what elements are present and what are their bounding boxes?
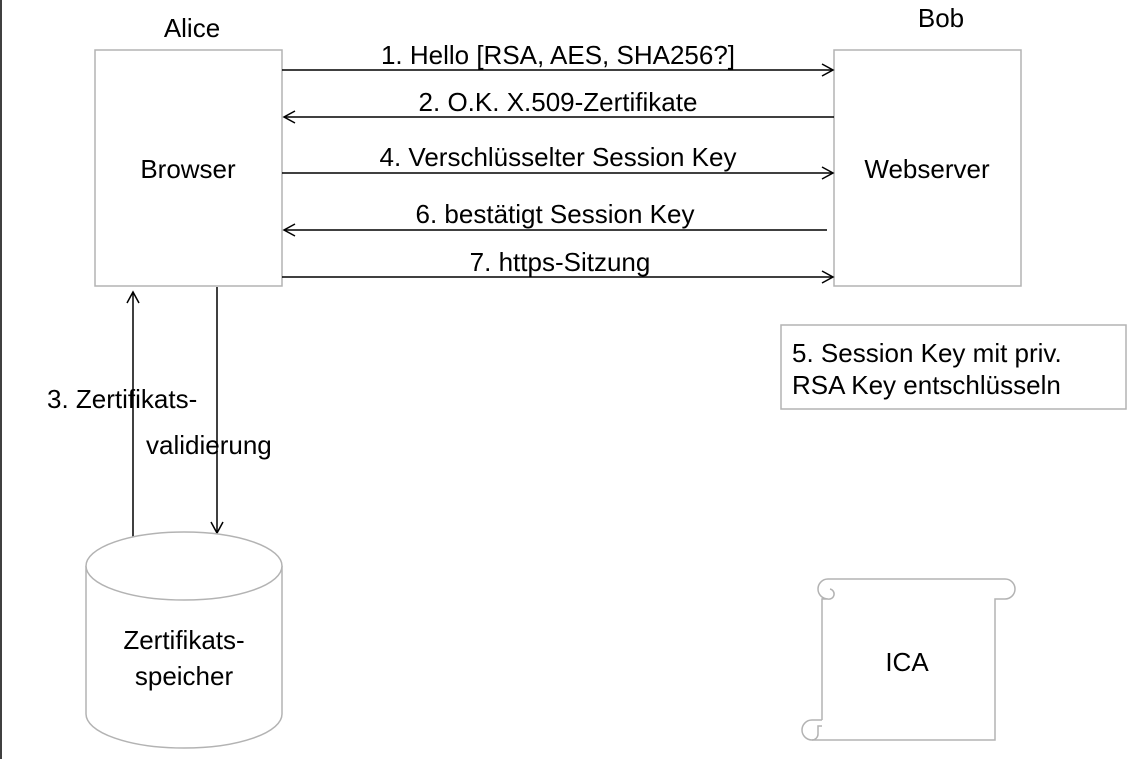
ica-label: ICA (885, 647, 929, 677)
actor-alice-label: Alice (164, 13, 220, 43)
message-7-label: 7. https-Sitzung (470, 247, 651, 277)
message-7-arrow (282, 270, 835, 284)
validation-label-line-1: 3. Zertifikats- (47, 384, 197, 414)
message-2-arrow (282, 110, 834, 124)
validation-up-arrow (126, 290, 140, 540)
message-6-arrow (282, 223, 827, 237)
note-box (780, 324, 1127, 410)
message-6-label: 6. bestätigt Session Key (416, 199, 695, 229)
validation-label-line-2: validierung (146, 430, 272, 460)
message-1-label: 1. Hello [RSA, AES, SHA256?] (381, 40, 735, 70)
certificate-store-cylinder (85, 531, 283, 749)
browser-label: Browser (140, 154, 236, 184)
certificate-store-label-line-1: Zertifikats- (123, 625, 244, 655)
message-4-arrow (282, 166, 835, 180)
note-line-2: RSA Key entschlüsseln (792, 370, 1061, 400)
validation-down-arrow (210, 287, 224, 535)
message-2-label: 2. O.K. X.509-Zertifikate (419, 87, 698, 117)
webserver-label: Webserver (864, 154, 990, 184)
browser-box (94, 49, 283, 287)
note-line-1: 5. Session Key mit priv. (792, 338, 1062, 368)
webserver-box (833, 49, 1022, 287)
message-1-arrow (282, 63, 835, 77)
actor-bob-label: Bob (918, 3, 964, 33)
message-4-label: 4. Verschlüsselter Session Key (380, 142, 737, 172)
ica-scroll (801, 578, 1016, 741)
certificate-store-label-line-2: speicher (135, 661, 234, 691)
